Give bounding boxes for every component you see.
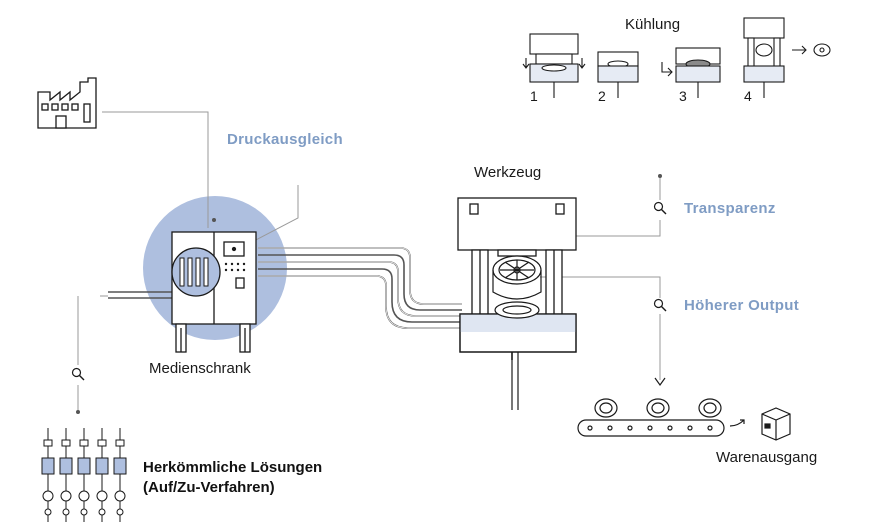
leader-dots [76, 174, 662, 414]
werkzeug-label: Werkzeug [474, 164, 542, 181]
leader-lines [77, 111, 661, 410]
step-1-press [522, 33, 586, 98]
kuehlung-label: Kühlung [625, 16, 681, 33]
step-number-3: 3 [679, 88, 687, 104]
magnifier-icon [71, 367, 85, 381]
herkoemmlich-line1: Herkömmliche Lösungen [143, 459, 323, 476]
valve-column-4 [95, 428, 109, 522]
wheel-icon [698, 398, 722, 418]
conveyor-icon [577, 398, 745, 437]
box-icon [761, 407, 791, 441]
press-icon [457, 197, 577, 360]
hoeherer-output-label: Höherer Output [684, 297, 800, 314]
cabinet-icon [171, 231, 257, 353]
herkoemmlich-line2: (Auf/Zu-Verfahren) [143, 479, 275, 496]
wheel-icon [646, 398, 670, 418]
medienschrank-label: Medienschrank [149, 360, 251, 377]
wheel-icon [594, 398, 618, 418]
step-number-1: 1 [530, 88, 538, 104]
druckausgleich-label: Druckausgleich [227, 131, 343, 148]
warenausgang-label: Warenausgang [716, 449, 818, 466]
step-4-press [743, 17, 785, 98]
step-3-press [661, 47, 721, 98]
magnifier-icon [653, 201, 667, 215]
step-2-press [597, 51, 639, 98]
step-number-2: 2 [598, 88, 606, 104]
valve-icon [41, 428, 127, 522]
valve-column-5 [113, 428, 127, 522]
cooling-steps [522, 17, 831, 98]
valve-column-3 [77, 428, 91, 522]
step-number-4: 4 [744, 88, 752, 104]
arrow-icon [654, 377, 666, 387]
transparenz-label: Transparenz [684, 200, 776, 217]
magnifier-icon [653, 298, 667, 312]
wheel-icon [492, 255, 542, 319]
pipe-fill [258, 247, 462, 329]
factory-icon [37, 77, 97, 129]
valve-column-2 [59, 428, 73, 522]
valve-column-1 [41, 428, 55, 522]
